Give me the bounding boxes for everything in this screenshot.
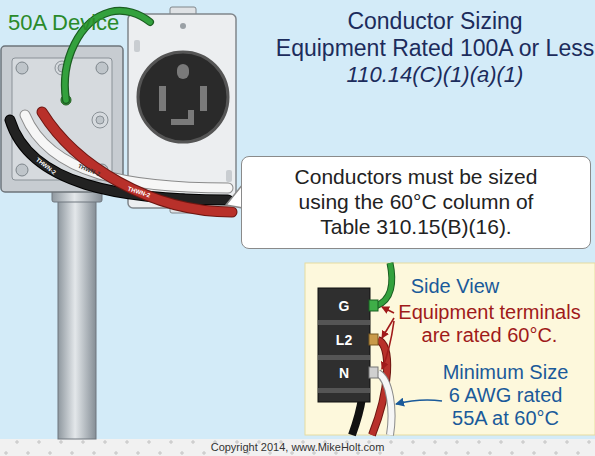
callout-text: Conductors must be sized using the 60°C … [282, 164, 550, 240]
terminal-label: G [339, 299, 350, 313]
side-view-panel-bg [305, 263, 595, 435]
branch-wires [10, 11, 232, 212]
wire-marking: THWN-2 [35, 156, 57, 175]
terminal-leaders [382, 307, 394, 369]
copyright-caption: Copyright 2014, www.MikeHolt.com [0, 441, 595, 453]
side-view-receptacle [318, 263, 392, 435]
wire-size-note: Minimum Size 6 AWG rated 55A at 60°C [438, 361, 573, 430]
wire-marking: THWN-2 [127, 186, 151, 199]
panel-heading: Side View [405, 275, 505, 298]
wire-marking: THWN-2 [77, 163, 101, 177]
conduit [58, 196, 96, 439]
code-reference: 110.14(C)(1)(a)(1) [275, 62, 595, 88]
terminal-note: Equipment terminals are rated 60°C. [387, 301, 592, 347]
terminal-label: N [339, 366, 349, 380]
terminal-label: L2 [336, 333, 352, 347]
device-label: 50A Device [8, 10, 119, 36]
callout-box: Conductors must be sized using the 60°C … [241, 156, 591, 249]
footer-strip [0, 439, 595, 456]
subtitle: Equipment Rated 100A or Less [275, 35, 595, 62]
side-view-panel: Side ViewEquipment terminals are rated 6… [305, 263, 595, 436]
wire-size-leader [396, 400, 442, 404]
diagram-title: Conductor Sizing [275, 8, 595, 35]
